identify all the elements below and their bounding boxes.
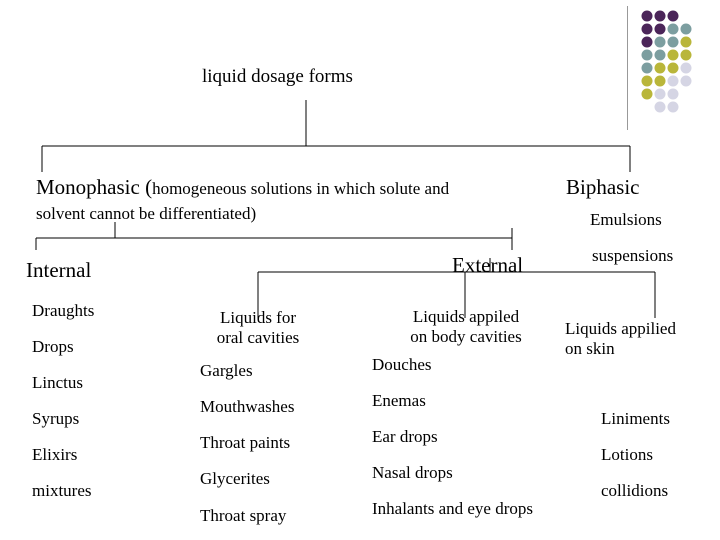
external-label: External [452,253,524,277]
body-cavities-heading-line: Liquids appiled [412,307,520,326]
monophasic-heading: Monophasic ( [36,175,153,199]
decorative-dot [667,36,679,48]
oral-cavities-heading-line: oral cavities [216,327,300,347]
skin-heading: Liquids appilied on skin [565,319,676,358]
decorative-dot [641,88,653,100]
biphasic-item: suspensions [592,246,674,265]
monophasic-label: Monophasic (homogeneous solutions in whi… [36,175,449,199]
decorative-dot [667,49,679,61]
internal-item: Syrups [32,409,80,428]
body-item: Douches [372,355,432,374]
diagram-title: liquid dosage forms [202,66,353,87]
body-item: Inhalants and eye drops [372,499,533,518]
decorative-dot [654,75,666,87]
decorative-dot-grid [641,10,692,113]
internal-item: Linctus [32,373,83,392]
decorative-dot [667,101,679,113]
oral-item: Gargles [200,361,253,380]
decorative-dot [641,36,653,48]
decorative-dot [641,49,653,61]
biphasic-item: Emulsions [590,210,662,229]
internal-item: Drops [32,337,74,356]
oral-cavities-heading-line: Liquids for [219,308,297,327]
decorative-dot [654,62,666,74]
decorative-dot [680,75,692,87]
decorative-dot [680,36,692,48]
decorative-dot [667,62,679,74]
monophasic-description: homogeneous solutions in which solute an… [152,179,450,198]
biphasic-label: Biphasic [566,175,640,199]
internal-item: mixtures [32,481,92,500]
body-cavities-heading: Liquids appiled on body cavities [396,307,536,346]
decorative-dot [667,23,679,35]
decorative-dot [641,10,653,22]
decorative-dot [667,75,679,87]
decorative-dot [641,23,653,35]
decorative-dot [654,10,666,22]
decorative-dot [667,10,679,22]
decorative-dot [680,49,692,61]
skin-item: collidions [601,481,669,500]
decorative-dot [641,62,653,74]
oral-item: Throat spray [200,506,287,525]
internal-item: Elixirs [32,445,78,464]
oral-item: Glycerites [200,469,270,488]
decorative-dot [654,23,666,35]
decorative-dot [680,62,692,74]
skin-item: Liniments [601,409,670,428]
decorative-dot [654,88,666,100]
body-item: Nasal drops [372,463,453,482]
internal-label: Internal [26,258,92,282]
body-item: Ear drops [372,427,438,446]
decorative-dot [654,101,666,113]
oral-item: Throat paints [200,433,291,452]
skin-heading-line: on skin [565,338,615,358]
body-cavities-heading-line: on body cavities [410,326,522,346]
body-item: Enemas [372,391,426,410]
monophasic-description-line2: solvent cannot be differentiated) [36,204,257,223]
skin-item: Lotions [601,445,653,464]
oral-cavities-heading: Liquids for oral cavities [200,308,316,347]
skin-heading-line: Liquids appilied [565,319,676,338]
oral-item: Mouthwashes [200,397,295,416]
decorative-vertical-bar [627,6,628,130]
decorative-dot [667,88,679,100]
decorative-dot [641,75,653,87]
decorative-dot [654,49,666,61]
internal-item: Draughts [32,301,95,320]
decorative-dot [654,36,666,48]
decorative-dot [680,23,692,35]
